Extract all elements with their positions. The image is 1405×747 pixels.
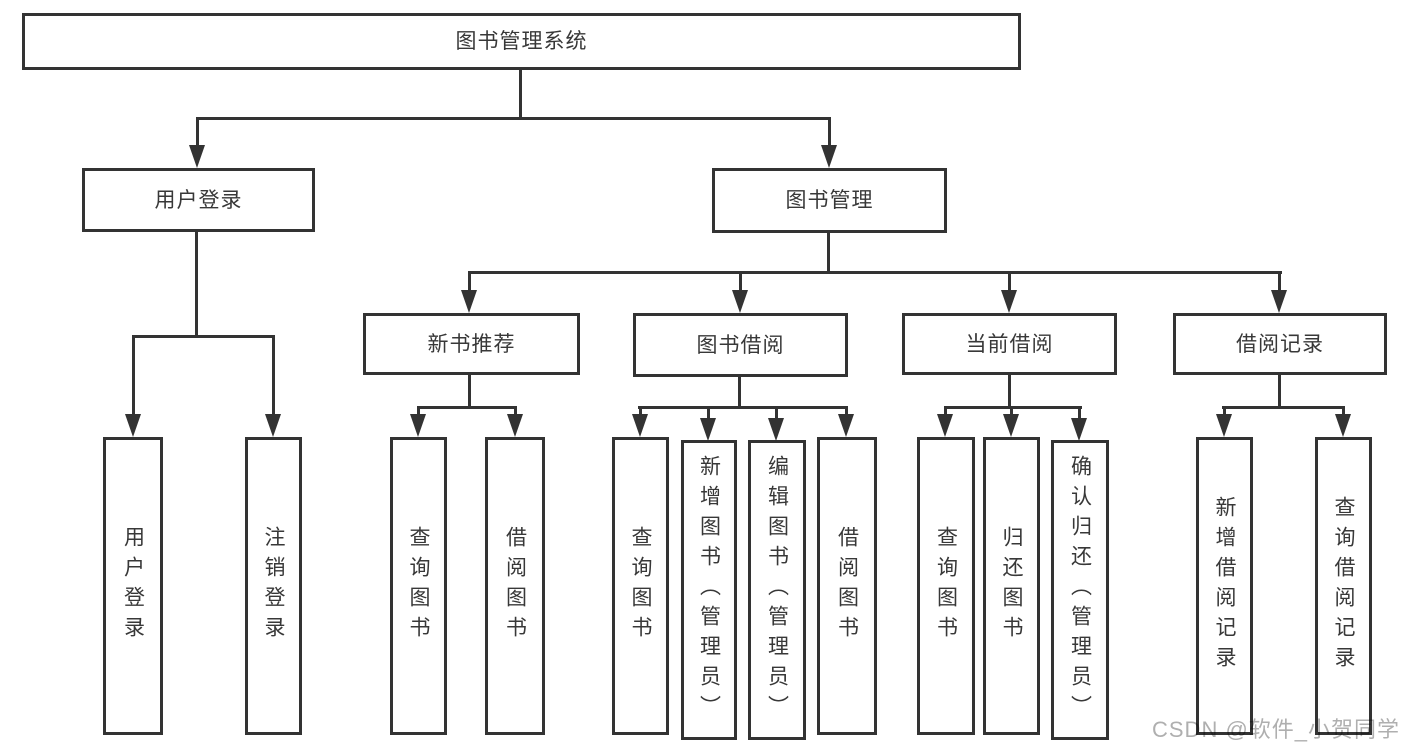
node-bb-query: 查询图书 [612,437,669,735]
arrow-stem [639,406,642,419]
arrowhead-down-icon [632,414,648,437]
node-bb-edit: 编辑图书（管理员） [748,440,806,740]
arrowhead-down-icon [189,145,205,168]
node-root: 图书管理系统 [22,13,1021,70]
node-label-bb-edit: 编辑图书（管理员） [765,455,789,725]
arrowhead-down-icon [461,290,477,313]
arrow-stem [132,335,135,419]
arrowhead-down-icon [410,414,426,437]
connector-line [638,406,848,409]
arrowhead-down-icon [1003,414,1019,437]
arrowhead-down-icon [700,418,716,441]
arrowhead-down-icon [838,414,854,437]
arrowhead-down-icon [265,414,281,437]
connector-line [195,232,198,338]
arrowhead-down-icon [507,414,523,437]
node-label-current-borrow: 当前借阅 [965,332,1054,356]
node-rec-add: 新增借阅记录 [1196,437,1253,735]
node-nb-query: 查询图书 [390,437,447,735]
node-label-nb-borrow: 借阅图书 [503,526,527,646]
node-label-borrow-records: 借阅记录 [1236,332,1324,356]
node-label-cb-return: 归还图书 [1000,526,1023,646]
node-label-rec-add: 新增借阅记录 [1213,496,1236,676]
node-label-new-book: 新书推荐 [427,332,516,356]
arrow-stem [196,117,199,150]
arrow-stem [1278,271,1281,295]
node-rec-query: 查询借阅记录 [1315,437,1372,735]
connector-line [196,117,831,120]
arrow-stem [417,406,420,419]
connector-line [944,406,1082,409]
arrow-stem [1008,271,1011,295]
arrowhead-down-icon [1271,290,1287,313]
node-label-logout: 注销登录 [262,526,285,646]
connector-line [468,375,471,409]
arrowhead-down-icon [1071,418,1087,441]
arrowhead-down-icon [821,145,837,168]
node-label-cb-confirm: 确认归还（管理员） [1068,455,1092,725]
connector-line [468,271,1282,274]
node-label-bb-add: 新增图书（管理员） [697,455,721,725]
node-label-rec-query: 查询借阅记录 [1332,496,1355,676]
node-label-root: 图书管理系统 [455,30,588,53]
arrowhead-down-icon [732,290,748,313]
node-label-login: 用户登录 [121,526,145,646]
node-label-user-login: 用户登录 [154,188,243,212]
node-borrow-records: 借阅记录 [1173,313,1387,375]
csdn-watermark: CSDN @软件_小贺同学 [1152,717,1401,742]
arrow-stem [468,271,471,295]
node-logout: 注销登录 [245,437,302,735]
arrow-stem [1010,406,1013,419]
node-login: 用户登录 [103,437,163,735]
arrow-stem [272,335,275,419]
connector-line [519,69,522,120]
node-cb-query: 查询图书 [917,437,975,735]
node-label-book-mgmt: 图书管理 [785,189,874,212]
arrowhead-down-icon [937,414,953,437]
node-label-book-borrow: 图书借阅 [696,333,785,357]
connector-line [132,335,275,338]
arrow-stem [1342,406,1345,419]
node-book-mgmt: 图书管理 [712,168,947,233]
arrow-stem [739,271,742,295]
node-current-borrow: 当前借阅 [902,313,1117,375]
connector-line [738,377,741,409]
arrow-stem [845,406,848,419]
node-label-bb-query: 查询图书 [629,526,652,646]
node-label-cb-query: 查询图书 [934,526,958,646]
arrow-stem [1223,406,1226,419]
connector-line [1278,375,1281,409]
arrow-stem [514,406,517,419]
node-user-login: 用户登录 [82,168,315,232]
node-cb-return: 归还图书 [983,437,1040,735]
node-book-borrow: 图书借阅 [633,313,848,377]
arrowhead-down-icon [1001,290,1017,313]
node-bb-borrow: 借阅图书 [817,437,877,735]
connector-line [1222,406,1345,409]
connector-line [1008,375,1011,409]
node-bb-add: 新增图书（管理员） [681,440,737,740]
arrowhead-down-icon [125,414,141,437]
arrowhead-down-icon [1216,414,1232,437]
arrow-stem [944,406,947,419]
node-cb-confirm: 确认归还（管理员） [1051,440,1109,740]
node-label-nb-query: 查询图书 [407,526,430,646]
arrow-stem [775,406,778,423]
arrowhead-down-icon [1335,414,1351,437]
node-nb-borrow: 借阅图书 [485,437,545,735]
connector-line [417,406,517,409]
arrowhead-down-icon [768,418,784,441]
arrow-stem [1078,406,1081,423]
node-new-book: 新书推荐 [363,313,580,375]
arrow-stem [707,406,710,423]
arrow-stem [828,117,831,150]
connector-line [827,233,830,274]
node-label-bb-borrow: 借阅图书 [835,526,859,646]
